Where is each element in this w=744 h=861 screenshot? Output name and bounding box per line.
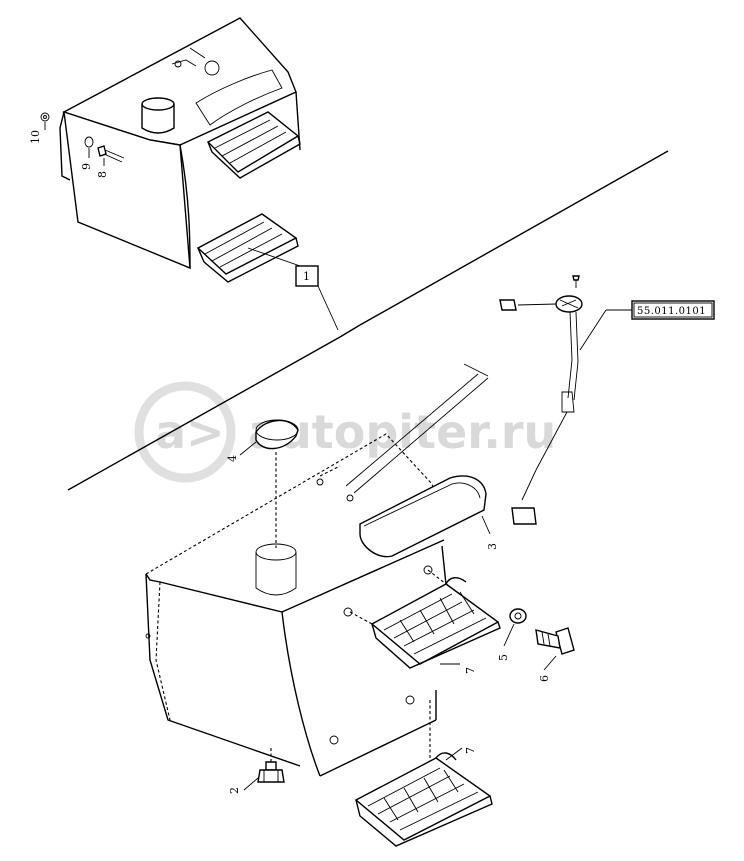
- section-marker: 1: [247, 247, 339, 331]
- callout-4-label: 4: [226, 455, 239, 462]
- step-cover-part: 3: [359, 475, 499, 558]
- fuel-level-sender: [499, 275, 632, 525]
- reference-box: 55.011.0101: [631, 300, 715, 320]
- washer-part: 5: [497, 608, 527, 661]
- watermark-text: autopiter.ru: [248, 405, 556, 459]
- callout-10: 10: [29, 112, 50, 144]
- callout-8: 8: [96, 145, 125, 178]
- upper-step-part: 7: [349, 569, 501, 674]
- callout-2-label: 2: [228, 787, 241, 794]
- callout-3-label: 3: [486, 543, 499, 550]
- watermark-logo-icon: [134, 381, 236, 483]
- callout-5-label: 5: [497, 654, 510, 661]
- watermark: a> autopiter.ru: [134, 381, 556, 483]
- sender-leader: [345, 363, 489, 494]
- drain-plug-part: 2: [228, 748, 285, 794]
- callout-9: 9: [80, 136, 94, 170]
- exploded-tank: [145, 433, 449, 777]
- callout-8-label: 8: [96, 171, 109, 178]
- tank-filler-cap: [141, 97, 175, 111]
- bolt-part: 6: [535, 627, 575, 682]
- callout-10-label: 10: [29, 130, 42, 144]
- assembled-tank: [59, 17, 301, 283]
- callout-6-label: 6: [538, 675, 551, 682]
- section-marker-label: 1: [303, 270, 310, 283]
- callout-9-label: 9: [80, 163, 93, 170]
- callout-7b-label: 7: [464, 747, 477, 754]
- callout-7a-label: 7: [464, 667, 477, 674]
- reference-box-label: 55.011.0101: [637, 306, 706, 317]
- section-divider: [67, 150, 669, 491]
- filler-cap-part: 4: [226, 419, 299, 548]
- watermark-logo-letters: a>: [155, 405, 225, 459]
- lower-step-part: 7: [354, 700, 493, 847]
